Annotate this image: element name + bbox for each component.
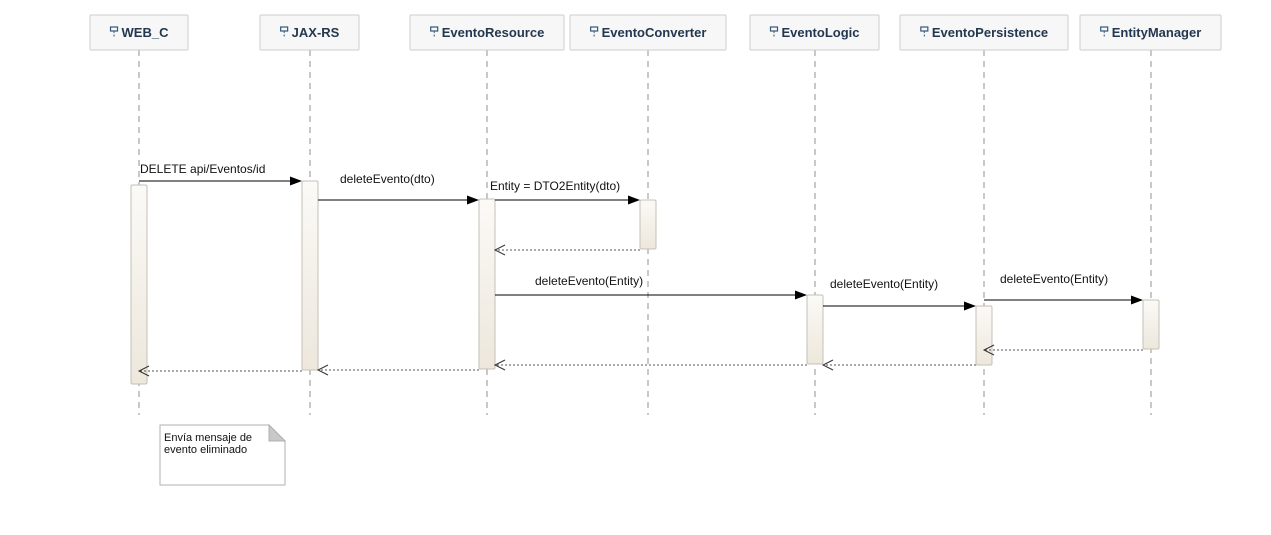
lifeline-icon bbox=[109, 26, 119, 38]
participant-name: EventoLogic bbox=[781, 25, 859, 40]
lifeline-icon bbox=[590, 26, 599, 38]
return-message-11[interactable] bbox=[316, 364, 479, 376]
message-2[interactable]: deleteEvento(dto) bbox=[318, 172, 479, 205]
message-7[interactable]: deleteEvento(Entity) bbox=[984, 272, 1143, 305]
arrowhead-filled-icon bbox=[795, 290, 807, 300]
note-text-line: evento eliminado bbox=[164, 444, 247, 456]
lifeline-icon bbox=[1100, 26, 1109, 38]
activation-bar-evento_resource bbox=[478, 198, 496, 370]
participant-box bbox=[89, 14, 189, 51]
message-label: deleteEvento(dto) bbox=[340, 172, 435, 186]
message-3[interactable]: Entity = DTO2Entity(dto) bbox=[490, 179, 640, 205]
participant-box bbox=[569, 14, 727, 51]
message-label: DELETE api/Eventos/id bbox=[140, 162, 265, 176]
activation-bar-jax_rs bbox=[301, 180, 319, 371]
arrowhead-open-icon bbox=[137, 365, 150, 377]
participant-name: EntityManager bbox=[1112, 25, 1202, 40]
participant-evento_converter[interactable]: EventoConverter bbox=[569, 14, 727, 51]
arrowhead-filled-icon bbox=[467, 195, 479, 205]
note-text-line: Envía mensaje de bbox=[164, 432, 252, 444]
lifeline-icon bbox=[769, 26, 779, 38]
arrowhead-filled-icon bbox=[290, 176, 302, 186]
arrowhead-filled-icon bbox=[1131, 295, 1143, 305]
participant-name: EventoResource bbox=[442, 25, 545, 40]
message-label: deleteEvento(Entity) bbox=[535, 274, 643, 288]
return-message-9[interactable] bbox=[821, 359, 976, 371]
message-label: Entity = DTO2Entity(dto) bbox=[490, 179, 620, 193]
participant-box bbox=[259, 14, 360, 51]
arrowhead-open-icon bbox=[493, 359, 506, 371]
arrowhead-open-icon bbox=[821, 359, 834, 371]
lifeline-icon bbox=[280, 26, 289, 38]
lifeline-icon bbox=[430, 26, 439, 38]
return-message-4[interactable] bbox=[493, 244, 640, 256]
activation-bar-evento_persistence bbox=[975, 305, 993, 366]
arrowhead-open-icon bbox=[316, 364, 329, 376]
return-message-12[interactable] bbox=[137, 365, 302, 377]
participant-name: EventoConverter bbox=[602, 25, 707, 40]
participant-box bbox=[749, 14, 880, 51]
lifeline-icon bbox=[920, 26, 929, 38]
message-6[interactable]: deleteEvento(Entity) bbox=[823, 277, 976, 311]
participant-name: JAX-RS bbox=[292, 25, 340, 40]
participant-evento_resource[interactable]: EventoResource bbox=[409, 14, 565, 51]
message-5[interactable]: deleteEvento(Entity) bbox=[495, 274, 807, 300]
arrowhead-open-icon bbox=[493, 244, 506, 256]
participant-evento_persistence[interactable]: EventoPersistence bbox=[899, 14, 1069, 51]
arrowhead-open-icon bbox=[982, 344, 995, 356]
participant-box bbox=[1079, 14, 1222, 51]
participant-evento_logic[interactable]: EventoLogic bbox=[749, 14, 880, 51]
note-body bbox=[159, 424, 286, 486]
arrowhead-filled-icon bbox=[628, 195, 640, 205]
participant-entity_manager[interactable]: EntityManager bbox=[1079, 14, 1222, 51]
participant-web_c[interactable]: WEB_C bbox=[89, 14, 189, 51]
activation-bar-entity_manager bbox=[1142, 299, 1160, 350]
message-1[interactable]: DELETE api/Eventos/id bbox=[139, 162, 302, 186]
return-message-10[interactable] bbox=[493, 359, 807, 371]
message-label: deleteEvento(Entity) bbox=[830, 277, 938, 291]
participant-box bbox=[409, 14, 565, 51]
arrowhead-filled-icon bbox=[964, 301, 976, 311]
participant-jax_rs[interactable]: JAX-RS bbox=[259, 14, 360, 51]
participant-name: WEB_C bbox=[122, 25, 170, 40]
participant-box bbox=[899, 14, 1069, 51]
activation-bar-evento_converter bbox=[639, 199, 657, 250]
message-label: deleteEvento(Entity) bbox=[1000, 272, 1108, 286]
note-fold-corner bbox=[268, 423, 287, 442]
activation-bar-web_c bbox=[130, 184, 148, 385]
participant-name: EventoPersistence bbox=[932, 25, 1048, 40]
activation-bar-evento_logic bbox=[806, 294, 824, 365]
return-message-8[interactable] bbox=[982, 344, 1143, 356]
